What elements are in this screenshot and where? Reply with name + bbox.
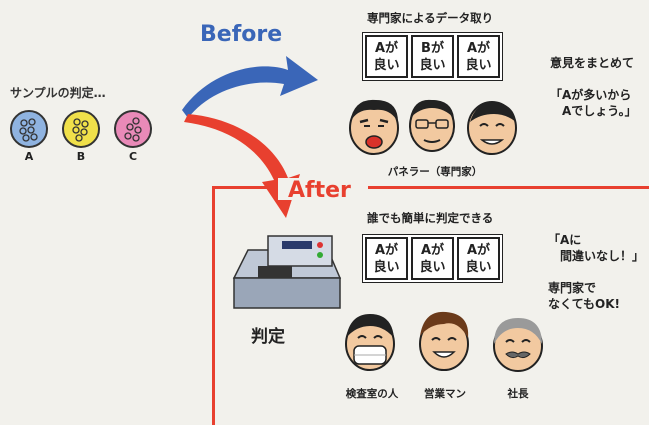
before-quote: 意見をまとめて 「Aが多いから Aでしょう。」	[550, 56, 637, 118]
colony-dots-icon	[72, 118, 89, 142]
colony-dots-icon	[124, 117, 142, 142]
dish-label-b: B	[76, 150, 86, 163]
before-card: Aが 良い	[365, 35, 408, 78]
machine-label: 判定	[251, 327, 285, 347]
lab-person-face-icon	[345, 314, 395, 371]
colony-dots-icon	[19, 118, 38, 142]
after-title-background	[278, 178, 368, 200]
after-card-group: Aが 良い Aが 良い Aが 良い	[362, 234, 503, 283]
before-card: Aが 良い	[457, 35, 500, 78]
after-card: Aが 良い	[457, 237, 500, 280]
sample-dish-b	[62, 110, 100, 148]
president-face-icon	[493, 318, 543, 372]
person-label: 社長	[507, 388, 529, 400]
after-quote: 「Aに 間違いなし！」 専門家で なくてもOK!	[548, 233, 645, 311]
panelist-face-icon	[409, 99, 455, 152]
sample-title: サンプルの判定…	[10, 86, 106, 100]
person-label: 検査室の人	[345, 388, 399, 400]
before-card: Bが 良い	[411, 35, 454, 78]
after-arrow-icon	[184, 114, 300, 218]
dish-label-a: A	[24, 150, 34, 163]
before-label: Before	[200, 22, 283, 47]
sample-dish-c	[114, 110, 152, 148]
dish-label-c: C	[128, 150, 138, 163]
panelist-faces	[349, 99, 517, 155]
after-frame	[212, 186, 649, 425]
analyzer-machine-icon	[232, 235, 342, 309]
panelist-label: パネラー（専門家）	[387, 166, 483, 178]
before-subtitle: 専門家によるデータ取り	[367, 11, 494, 25]
sample-dish-a	[10, 110, 48, 148]
after-label: After	[288, 178, 351, 203]
salesman-face-icon	[419, 311, 469, 371]
person-label: 営業マン	[424, 388, 466, 400]
panelist-face-icon	[467, 101, 517, 155]
panelist-face-icon	[349, 99, 399, 155]
people-faces	[345, 311, 543, 372]
after-card: Aが 良い	[365, 237, 408, 280]
after-card: Aが 良い	[411, 237, 454, 280]
after-subtitle: 誰でも簡単に判定できる	[367, 211, 494, 225]
before-card-group: Aが 良い Bが 良い Aが 良い	[362, 32, 503, 81]
arrows-graphic	[182, 56, 318, 218]
before-arrow-icon	[182, 56, 318, 118]
